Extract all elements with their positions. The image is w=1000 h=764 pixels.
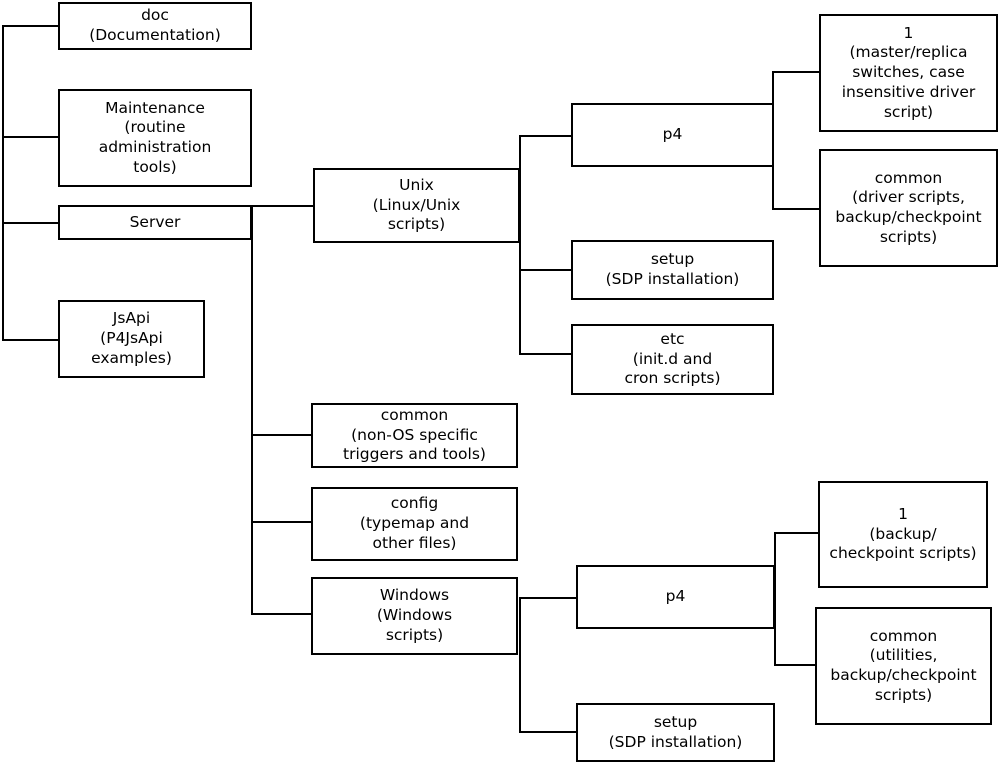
edge-unix-to-setup (519, 269, 573, 271)
edge-windows-to-p4 (519, 597, 579, 599)
edge-server-to-common (251, 434, 313, 436)
node-doc[interactable]: doc (Documentation) (58, 2, 252, 50)
edge-server-to-unix (251, 205, 315, 207)
edge-server-to-windows (251, 613, 313, 615)
edge-server-trunk (251, 205, 253, 615)
edge-win-p4-to-common (774, 664, 820, 666)
edge-unix-to-p4 (519, 135, 573, 137)
node-win-p4-1[interactable]: 1 (backup/ checkpoint scripts) (818, 481, 988, 588)
node-win-p4-common[interactable]: common (utilities, backup/checkpoint scr… (815, 607, 992, 725)
edge-root-trunk (2, 25, 4, 341)
edge-win-p4-to-1 (774, 532, 820, 534)
edge-root-to-jsapi (2, 339, 60, 341)
node-config[interactable]: config (typemap and other files) (311, 487, 518, 561)
edge-root-to-maintenance (2, 136, 60, 138)
edge-unix-p4-to-common (772, 208, 821, 210)
edge-unix-p4-to-1 (772, 71, 821, 73)
node-unix-p4[interactable]: p4 (571, 103, 774, 167)
edge-root-to-doc (2, 25, 60, 27)
edge-windows-to-setup (519, 731, 579, 733)
node-unix[interactable]: Unix (Linux/Unix scripts) (313, 168, 520, 243)
node-win-setup[interactable]: setup (SDP installation) (576, 703, 775, 762)
node-common[interactable]: common (non-OS specific triggers and too… (311, 403, 518, 468)
node-server[interactable]: Server (58, 205, 252, 240)
node-win-p4[interactable]: p4 (576, 565, 775, 629)
node-unix-p4-common[interactable]: common (driver scripts, backup/checkpoin… (819, 149, 998, 267)
node-windows[interactable]: Windows (Windows scripts) (311, 577, 518, 655)
edge-unix-to-etc (519, 353, 573, 355)
node-jsapi[interactable]: JsApi (P4JsApi examples) (58, 300, 205, 378)
edge-win-p4-trunk (774, 532, 776, 666)
node-maintenance[interactable]: Maintenance (routine administration tool… (58, 89, 252, 187)
edge-windows-trunk (519, 597, 521, 733)
edge-server-to-config (251, 521, 313, 523)
edge-unix-trunk (519, 135, 521, 355)
edge-root-to-server (2, 222, 60, 224)
node-unix-p4-1[interactable]: 1 (master/replica switches, case insensi… (819, 14, 998, 132)
node-unix-etc[interactable]: etc (init.d and cron scripts) (571, 324, 774, 395)
node-unix-setup[interactable]: setup (SDP installation) (571, 240, 774, 300)
